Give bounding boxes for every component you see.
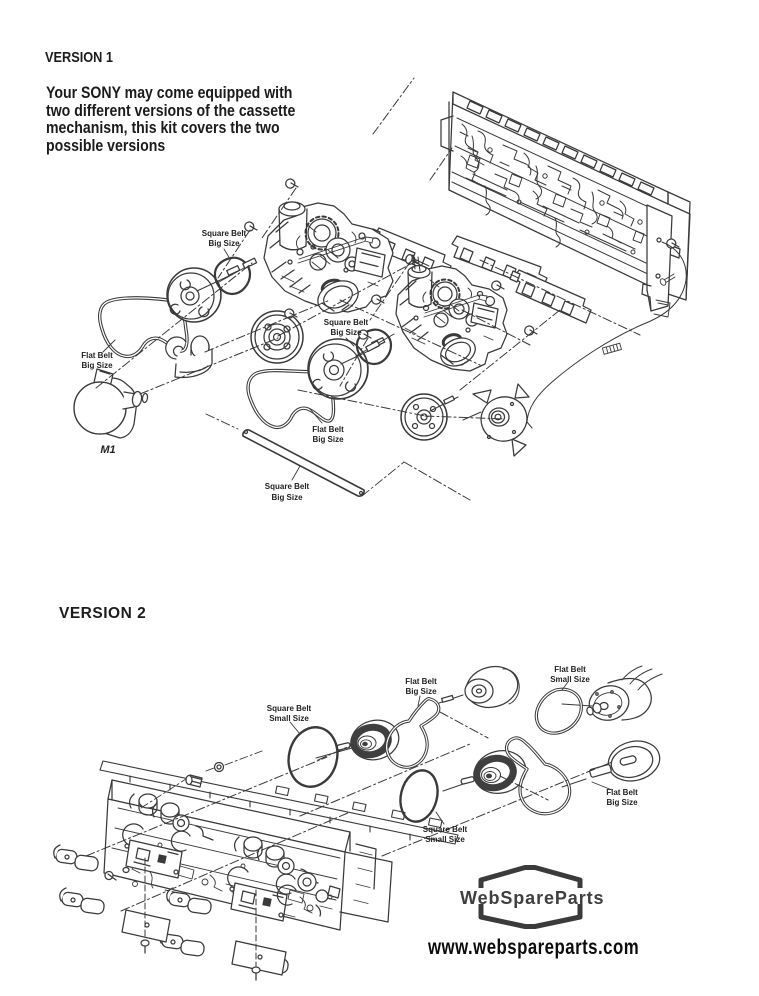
svg-text:Flat Belt: Flat Belt [554,665,586,674]
svg-text:Big Size: Big Size [208,239,240,248]
svg-text:Square Belt: Square Belt [265,482,310,491]
svg-text:Square Belt: Square Belt [423,825,468,834]
svg-text:M1: M1 [100,444,115,456]
svg-text:Big Size: Big Size [271,493,303,502]
svg-text:Square Belt: Square Belt [267,704,312,713]
svg-text:Flat Belt: Flat Belt [405,677,437,686]
svg-text:Big Size: Big Size [81,361,113,370]
svg-text:Flat Belt: Flat Belt [81,351,113,360]
svg-text:Small Size: Small Size [269,714,309,723]
svg-text:Big Size: Big Size [312,435,344,444]
svg-text:Big Size: Big Size [330,328,362,337]
svg-text:Small Size: Small Size [425,835,465,844]
svg-text:Square Belt: Square Belt [324,318,369,327]
svg-text:Big Size: Big Size [606,798,638,807]
svg-text:Small Size: Small Size [550,675,590,684]
svg-text:Flat Belt: Flat Belt [312,425,344,434]
svg-text:Big Size: Big Size [405,687,437,696]
svg-text:Flat Belt: Flat Belt [606,788,638,797]
svg-text:Square Belt: Square Belt [202,229,247,238]
